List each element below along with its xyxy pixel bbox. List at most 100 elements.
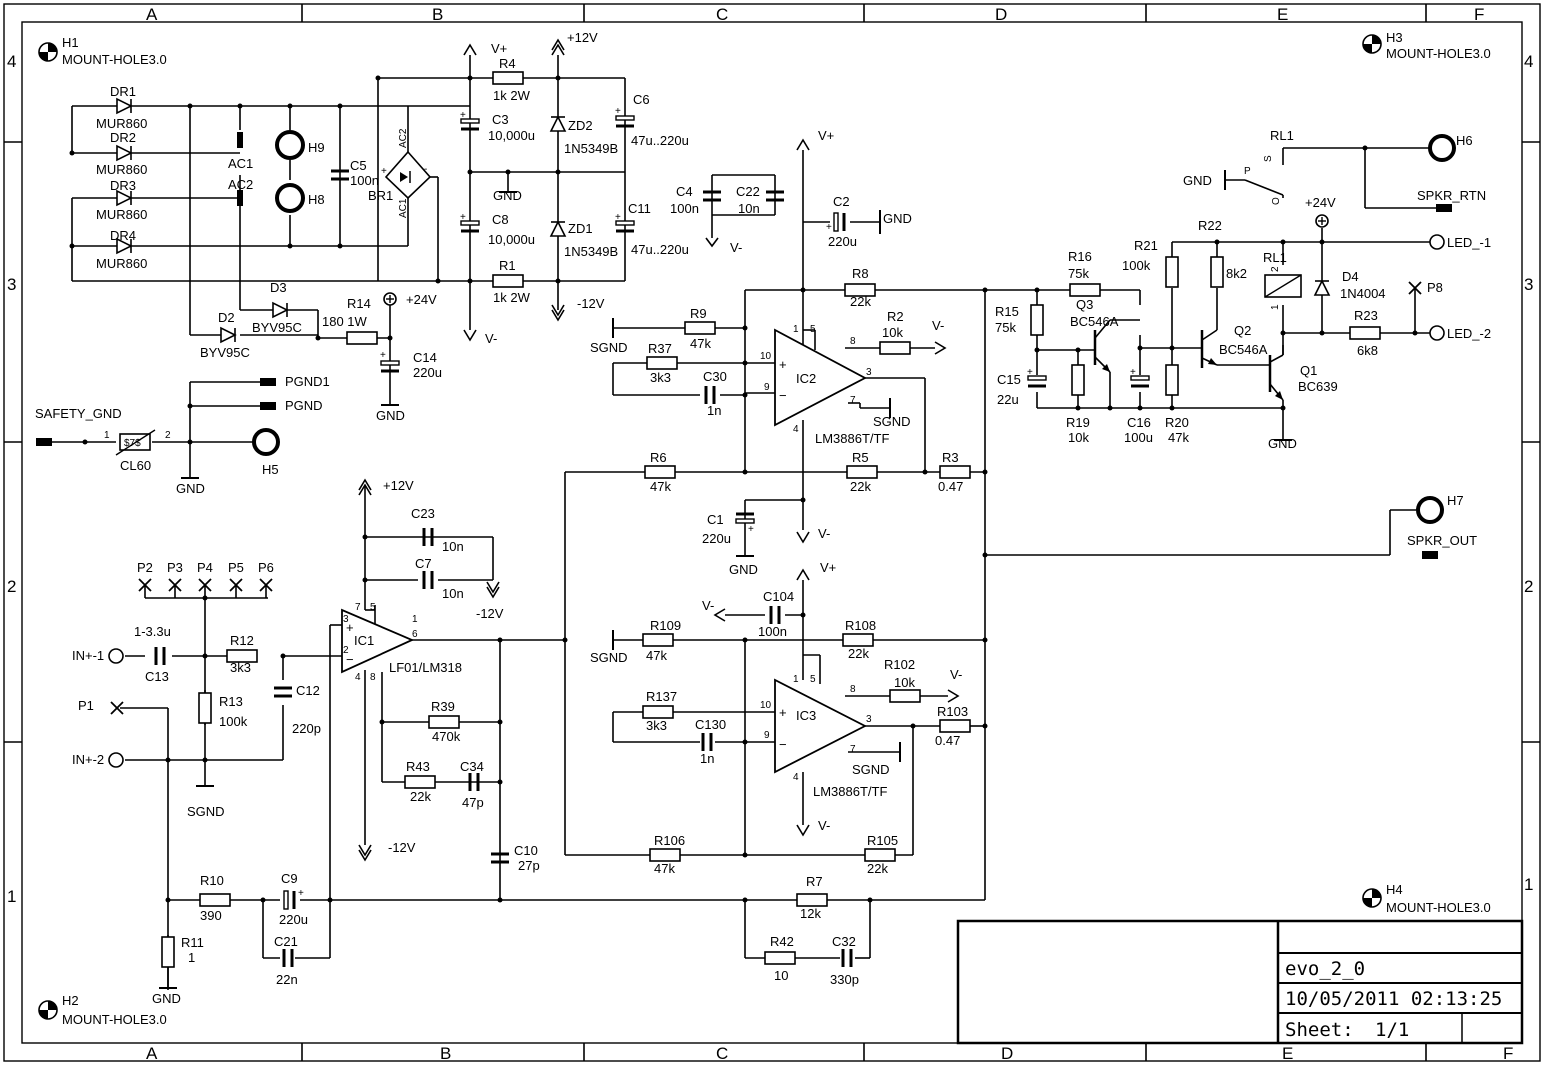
- col-label-e-bottom: E: [1282, 1044, 1293, 1063]
- svg-text:V+: V+: [818, 128, 834, 143]
- svg-text:BC546A: BC546A: [1070, 314, 1119, 329]
- svg-text:AC1: AC1: [228, 156, 253, 171]
- row-label-4-right: 4: [1524, 52, 1533, 71]
- protection-wires: [985, 147, 1436, 556]
- svg-text:C3: C3: [492, 112, 509, 127]
- svg-text:−: −: [779, 737, 787, 752]
- svg-text:5: 5: [370, 602, 376, 613]
- svg-text:+: +: [381, 166, 387, 177]
- design-datetime: 10/05/2011 02:13:25: [1285, 988, 1502, 1010]
- sheet-frame: [3, 3, 1541, 1062]
- svg-text:ZD1: ZD1: [568, 221, 593, 236]
- svg-text:6k8: 6k8: [1357, 343, 1378, 358]
- svg-text:D3: D3: [270, 280, 287, 295]
- svg-text:47u..220u: 47u..220u: [631, 133, 689, 148]
- svg-text:LM3886T/TF: LM3886T/TF: [815, 431, 889, 446]
- svg-text:+: +: [1027, 367, 1033, 378]
- gnd-c1: GND: [729, 555, 758, 577]
- svg-text:390: 390: [200, 908, 222, 923]
- svg-text:C21: C21: [274, 934, 298, 949]
- svg-text:LED_-2: LED_-2: [1447, 326, 1491, 341]
- svg-text:P: P: [1244, 166, 1251, 177]
- svg-text:10k: 10k: [882, 325, 903, 340]
- svg-text:SGND: SGND: [590, 650, 628, 665]
- svg-text:C22: C22: [736, 184, 760, 199]
- svg-text:O: O: [1271, 197, 1282, 205]
- svg-text:ZD2: ZD2: [568, 118, 593, 133]
- gnd-relay: GND: [1183, 170, 1226, 190]
- svg-text:R14: R14: [347, 296, 371, 311]
- test-point-p1: P1: [78, 698, 124, 715]
- gnd-c14: GND: [376, 404, 405, 423]
- svg-text:MOUNT-HOLE3.0: MOUNT-HOLE3.0: [62, 1012, 167, 1027]
- svg-text:R137: R137: [646, 689, 677, 704]
- svg-text:Q1: Q1: [1300, 363, 1317, 378]
- svg-text:BC639: BC639: [1298, 379, 1338, 394]
- col-label-b-top: B: [432, 5, 443, 24]
- svg-text:GND: GND: [376, 408, 405, 423]
- svg-text:−: −: [346, 652, 354, 667]
- svg-text:LED_-1: LED_-1: [1447, 235, 1491, 250]
- col-label-a-bottom: A: [146, 1044, 158, 1063]
- svg-text:R102: R102: [884, 657, 915, 672]
- svg-text:R43: R43: [406, 759, 430, 774]
- sheet-label: Sheet:: [1285, 1019, 1354, 1041]
- svg-text:V-: V-: [932, 318, 944, 333]
- svg-text:GND: GND: [493, 188, 522, 203]
- svg-text:220u: 220u: [279, 912, 308, 927]
- svg-text:1: 1: [793, 674, 799, 685]
- col-label-d-bottom: D: [1001, 1044, 1013, 1063]
- col-label-e-top: E: [1277, 5, 1288, 24]
- svg-text:H3: H3: [1386, 30, 1403, 45]
- svg-text:MUR860: MUR860: [96, 162, 147, 177]
- svg-text:P6: P6: [258, 560, 274, 575]
- svg-text:GND: GND: [1183, 173, 1212, 188]
- svg-text:+: +: [826, 222, 832, 233]
- svg-text:1k 2W: 1k 2W: [493, 88, 531, 103]
- svg-text:330p: 330p: [830, 972, 859, 987]
- svg-text:100k: 100k: [219, 714, 248, 729]
- svg-text:10: 10: [760, 700, 772, 711]
- svg-text:R37: R37: [648, 341, 672, 356]
- svg-text:P2: P2: [137, 560, 153, 575]
- svg-text:10: 10: [774, 968, 788, 983]
- svg-text:27p: 27p: [518, 858, 540, 873]
- svg-text:1: 1: [1270, 304, 1281, 310]
- svg-text:+: +: [460, 110, 466, 121]
- supply-12v-top: +12V: [551, 30, 598, 56]
- svg-text:V+: V+: [491, 41, 507, 56]
- design-name: evo_2_0: [1285, 958, 1365, 980]
- svg-text:MUR860: MUR860: [96, 207, 147, 222]
- svg-text:+: +: [460, 212, 466, 223]
- svg-text:100n: 100n: [758, 624, 787, 639]
- svg-text:H7: H7: [1447, 493, 1464, 508]
- svg-text:IN+-1: IN+-1: [72, 648, 104, 663]
- svg-text:MOUNT-HOLE3.0: MOUNT-HOLE3.0: [62, 52, 167, 67]
